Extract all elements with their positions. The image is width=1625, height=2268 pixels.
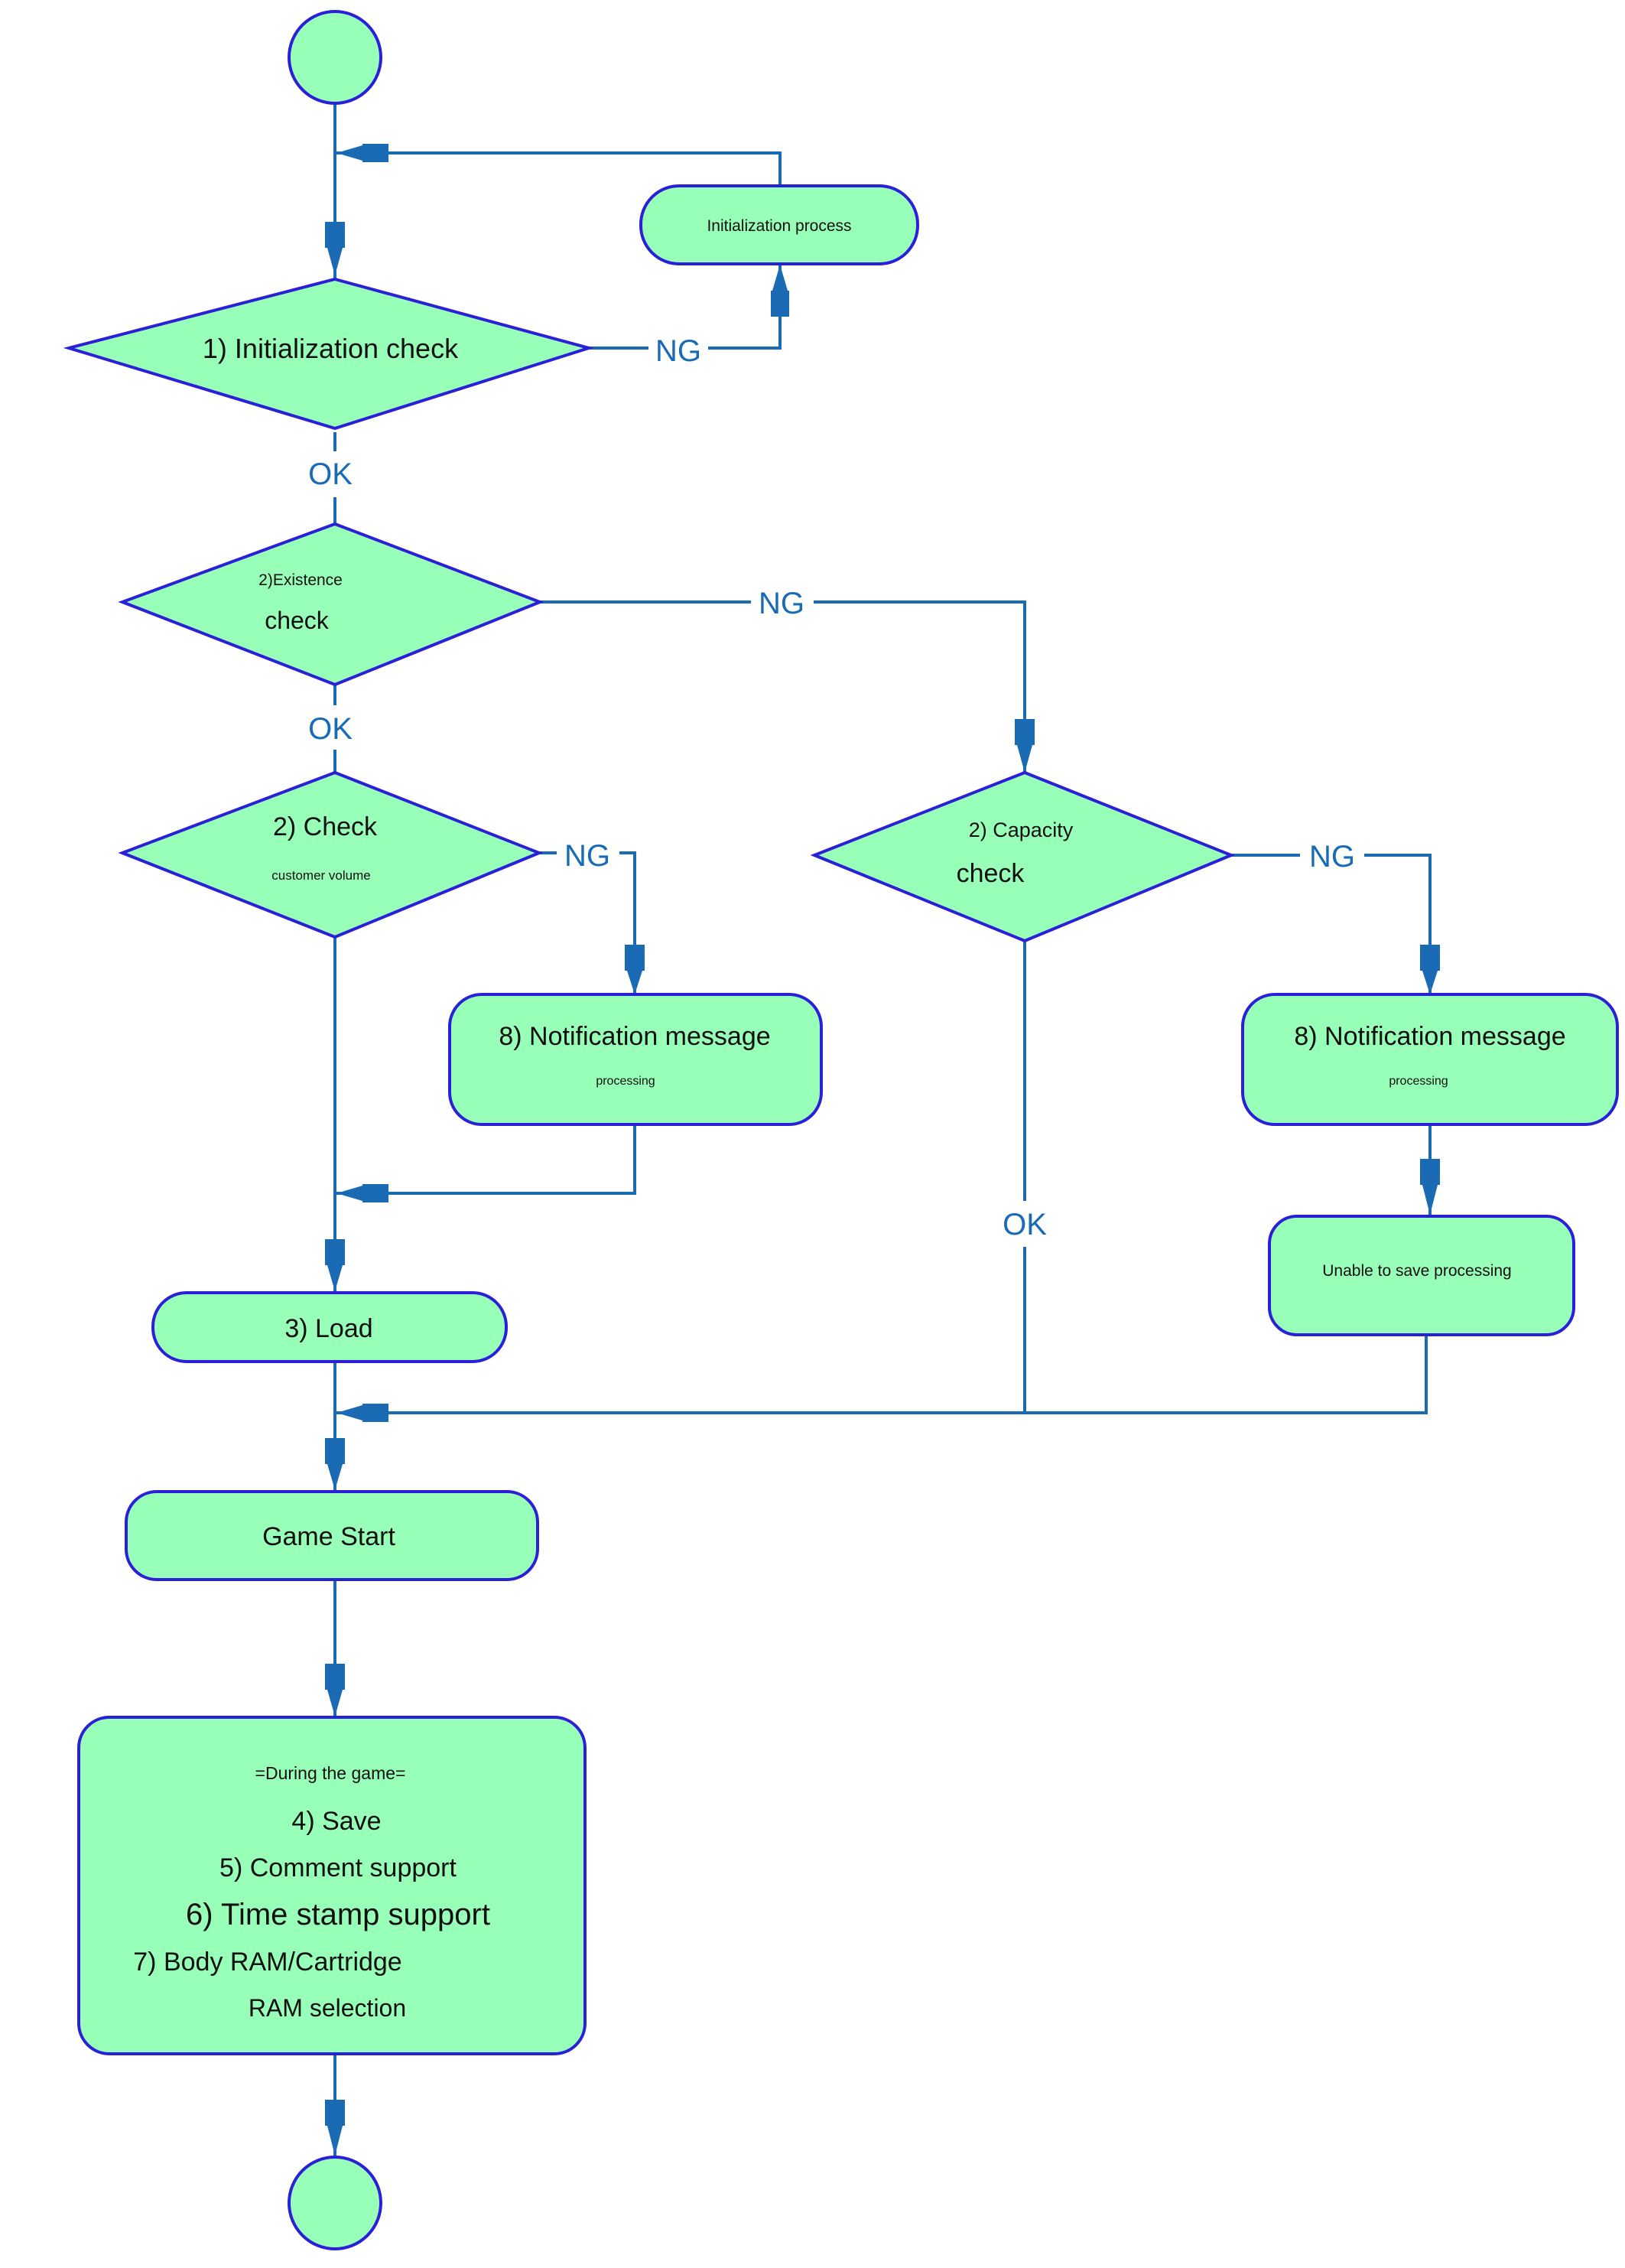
game-start-label: Game Start: [262, 1522, 395, 1551]
during-game-item-comment: 5) Comment support: [219, 1853, 457, 1882]
arrow-down-icon: [325, 1664, 345, 1716]
ng-label-volume: NG: [564, 839, 610, 873]
arrow-down-icon: [325, 1239, 345, 1291]
ng-label-capacity: NG: [1309, 840, 1355, 874]
connectors: [333, 103, 1432, 2157]
ok-label-capacity: OK: [1003, 1208, 1047, 1241]
arrowheads: [325, 144, 1440, 2156]
during-game-item-timestamp: 6) Time stamp support: [186, 1898, 490, 1931]
unable-to-save-label: Unable to save processing: [1322, 1262, 1511, 1280]
arrow-down-icon: [325, 1438, 345, 1490]
arrow-down-icon: [625, 945, 645, 994]
notification-left-label-line1: 8) Notification message: [499, 1022, 770, 1051]
ok-label-initialization: OK: [308, 457, 353, 491]
initialization-check-decision: 1) Initialization check: [63, 277, 595, 431]
arrow-down-icon: [1015, 719, 1035, 773]
flow-labels: NG OK NG OK NG NG OK: [301, 329, 1364, 1245]
during-game-header: =During the game=: [255, 1763, 406, 1783]
start-node: [288, 10, 382, 105]
arrow-down-icon: [1420, 945, 1440, 994]
arrow-down-icon: [1420, 1159, 1440, 1215]
load-label: 3) Load: [284, 1314, 372, 1343]
arrow-left-icon: [336, 1184, 388, 1202]
check-volume-decision: 2) Check customer volume: [118, 770, 544, 939]
capacity-check-decision: 2) Capacity check: [810, 770, 1236, 943]
capacity-check-label-line2: check: [957, 859, 1025, 888]
notification-right-label-line1: 8) Notification message: [1294, 1022, 1565, 1051]
unable-to-save-node: Unable to save processing: [1268, 1215, 1575, 1336]
existence-check-decision: 2)Existence check: [118, 522, 544, 687]
load-node: 3) Load: [151, 1291, 508, 1363]
end-node: [288, 2156, 382, 2250]
arrow-down-icon: [325, 222, 345, 275]
during-game-node: =During the game= 4) Save 5) Comment sup…: [77, 1716, 587, 2055]
arrow-up-icon: [771, 265, 789, 317]
capacity-check-label-line1: 2) Capacity: [969, 818, 1074, 841]
initialization-check-label: 1) Initialization check: [203, 333, 459, 364]
notification-left-node: 8) Notification message processing: [448, 993, 823, 1126]
initialization-process-label: Initialization process: [707, 217, 851, 235]
ok-label-existence: OK: [308, 712, 353, 746]
game-start-node: Game Start: [125, 1490, 539, 1581]
check-volume-label-line2: customer volume: [271, 868, 370, 883]
during-game-item-body-ram: 7) Body RAM/Cartridge: [133, 1947, 401, 1977]
arrow-left-icon: [336, 1404, 388, 1422]
during-game-item-save: 4) Save: [291, 1807, 381, 1836]
notification-right-node: 8) Notification message processing: [1241, 993, 1619, 1126]
ng-label-existence: NG: [759, 587, 804, 620]
existence-check-label-line2: check: [265, 607, 330, 634]
check-volume-label-line1: 2) Check: [273, 812, 378, 841]
arrow-left-icon: [336, 144, 388, 162]
notification-right-label-line2: processing: [1389, 1075, 1448, 1088]
notification-left-label-line2: processing: [596, 1075, 655, 1088]
initialization-process-node: Initialization process: [639, 184, 919, 265]
existence-check-label-line1: 2)Existence: [258, 571, 343, 589]
arrow-down-icon: [325, 2100, 345, 2156]
ng-label-initialization: NG: [655, 334, 701, 368]
during-game-item-ram-selection: RAM selection: [249, 1994, 406, 2022]
